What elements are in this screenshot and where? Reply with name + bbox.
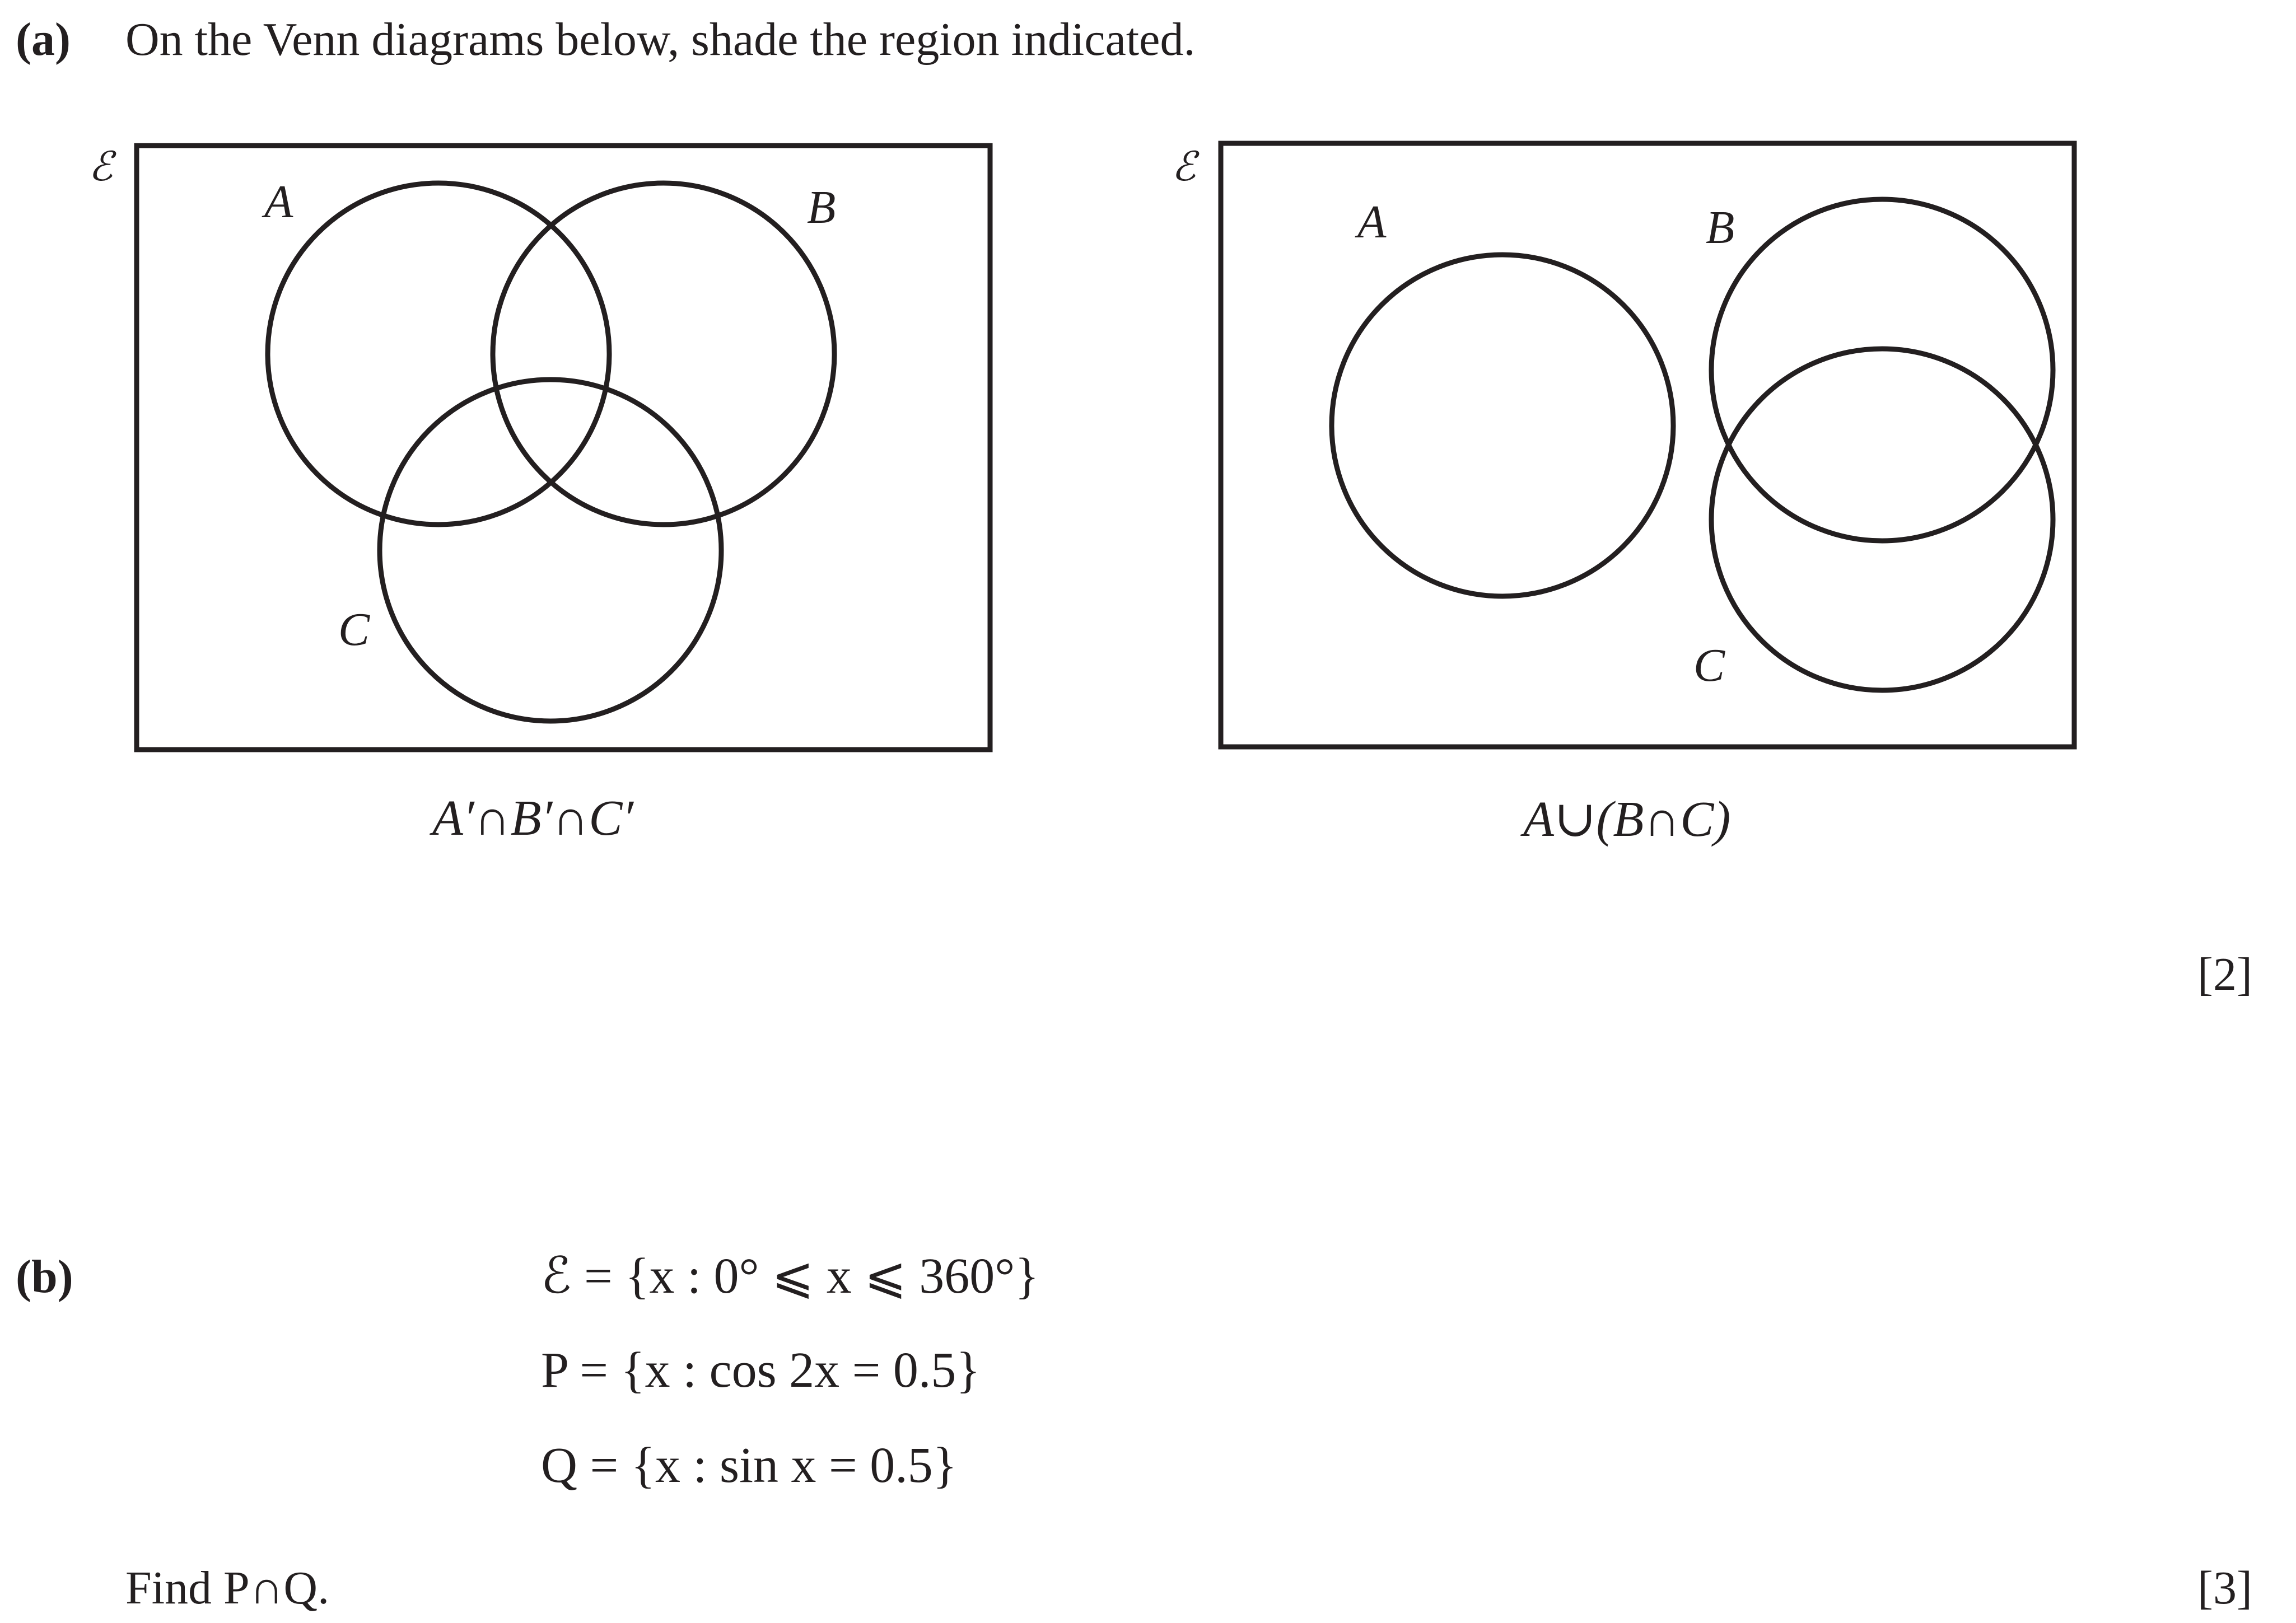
set-b-label-1: B	[807, 181, 836, 233]
venn-diagram-1: ℰ A B C	[88, 143, 993, 752]
set-a-label-1: A	[262, 176, 293, 228]
part-a-marks: [2]	[2197, 948, 2252, 1000]
set-c-circle-2	[1709, 346, 2056, 693]
set-a-circle-1	[265, 180, 612, 527]
diagram-1-caption: A′∩B′∩C′	[432, 791, 634, 846]
set-c-label-2: C	[1693, 639, 1725, 691]
universal-symbol-2: ℰ	[1172, 143, 1200, 190]
part-a-instruction: On the Venn diagrams below, shade the re…	[125, 13, 1196, 66]
set-b-circle-1	[490, 180, 837, 527]
set-a-label-2: A	[1355, 196, 1387, 248]
equation-set-p: P = {x : cos 2x = 0.5}	[541, 1343, 981, 1398]
universal-symbol-1: ℰ	[88, 143, 116, 190]
set-c-label-1: C	[338, 604, 370, 656]
equation-set-q: Q = {x : sin x = 0.5}	[541, 1438, 957, 1493]
universal-set-box-2	[1218, 141, 2077, 750]
set-b-circle-2	[1709, 197, 2056, 544]
part-a-label: (a)	[16, 13, 71, 66]
part-b-question: Find P∩Q.	[125, 1562, 330, 1614]
set-b-label-2: B	[1706, 202, 1734, 254]
part-b-label: (b)	[16, 1251, 73, 1303]
diagram-2-caption: A∪(B∩C)	[1523, 792, 1731, 847]
part-b-marks: [3]	[2197, 1562, 2252, 1614]
set-a-circle-2	[1329, 252, 1676, 599]
set-c-circle-1	[377, 377, 724, 724]
universal-set-box-1	[134, 143, 993, 752]
venn-diagram-2: ℰ A B C	[1172, 141, 2077, 750]
equation-universal-set: ℰ = {x : 0° ⩽ x ⩽ 360°}	[541, 1248, 1039, 1304]
